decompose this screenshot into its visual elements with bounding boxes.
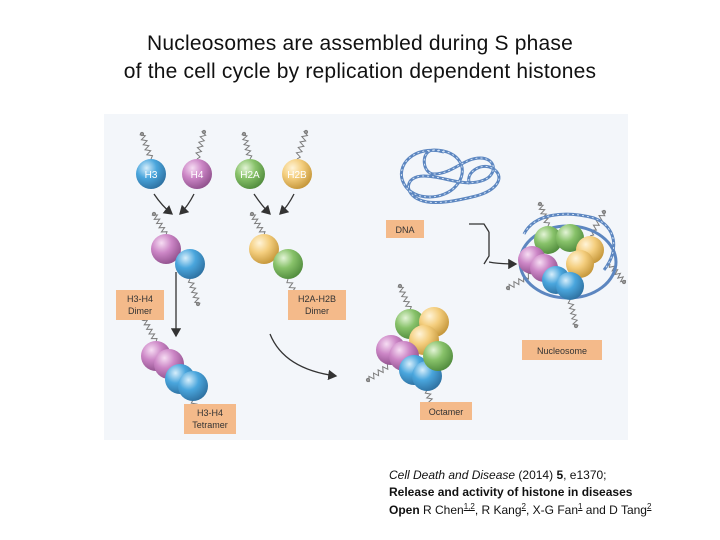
assembly-arrows <box>153 193 518 381</box>
histone-h2a-icon: H2A <box>235 159 265 189</box>
histone-tail-end <box>241 131 247 137</box>
slide-title-line-2: of the cell cycle by replication depende… <box>123 60 597 83</box>
author-separator: , <box>474 503 482 517</box>
svg-text:H3-H4: H3-H4 <box>127 294 153 304</box>
author-affiliation-link[interactable]: 1 <box>578 502 583 511</box>
svg-text:Dimer: Dimer <box>305 306 329 316</box>
histone-tail <box>195 131 207 160</box>
author-name: R Kang <box>481 503 522 517</box>
histone-tail <box>249 214 266 236</box>
histone-tail <box>537 204 551 227</box>
dna-coil-icon <box>399 148 501 204</box>
svg-text:Nucleosome: Nucleosome <box>537 346 587 356</box>
svg-text:H2B: H2B <box>287 170 307 181</box>
citation-pages: , e1370; <box>563 468 607 482</box>
author-separator: , <box>525 503 533 517</box>
histone-tail <box>567 299 579 326</box>
histone-tail <box>508 272 533 291</box>
histone-tail <box>608 263 627 283</box>
histone-tail-end <box>397 283 403 289</box>
histone-tail-end <box>249 211 255 217</box>
histone-tail-end <box>601 209 607 215</box>
author-affiliation-link[interactable]: 2 <box>521 502 526 511</box>
histone-tail-end <box>505 285 511 291</box>
h3-h4-dimer <box>151 234 205 279</box>
histone-tail-end <box>303 129 309 135</box>
label-h3-h4-tetramer: H3-H4 Tetramer <box>184 404 236 434</box>
citation-journal-line: Cell Death and Disease (2014) 5, e1370; <box>389 468 607 482</box>
open-access-label: Open <box>389 503 420 517</box>
citation-year: (2014) <box>515 468 557 482</box>
author-name: R Chen <box>419 503 464 517</box>
histone-h3-icon: H3 <box>136 159 166 189</box>
svg-text:H3: H3 <box>145 170 158 181</box>
citation-volume: 5 <box>556 468 564 482</box>
histone-octamer <box>376 307 453 391</box>
author-name: X-G Fan <box>532 503 579 517</box>
author-separator: and <box>582 503 610 517</box>
histone-tail <box>368 362 392 383</box>
histone-tail <box>151 214 168 236</box>
histone-tail <box>141 319 158 343</box>
journal-name: Cell Death and Disease <box>389 468 516 482</box>
histone-tail-end <box>573 323 579 329</box>
histone-h2b-icon: H2B <box>282 159 312 189</box>
svg-text:DNA: DNA <box>395 225 414 235</box>
histone-tail <box>187 278 201 304</box>
histone-tail <box>139 134 154 160</box>
author-name: D Tang <box>609 503 647 517</box>
histone-tail-end <box>139 131 145 137</box>
histone-tail-end <box>537 201 543 207</box>
slide-title-line-1: Nucleosomes are assembled during S phase <box>147 32 573 55</box>
svg-text:H4: H4 <box>191 170 204 181</box>
author-affiliation-link[interactable]: 1,2 <box>463 502 475 511</box>
svg-text:Dimer: Dimer <box>128 306 152 316</box>
label-h2a-h2b-dimer: H2A-H2B Dimer <box>288 290 346 320</box>
histone-tail-end <box>365 377 371 383</box>
histone-tail <box>397 286 413 311</box>
h2a-h2b-dimer <box>249 234 303 279</box>
histone-tail-end <box>151 211 157 217</box>
nucleosome-assembly-diagram: H3 H4 H2A H2B <box>104 114 628 440</box>
label-nucleosome: Nucleosome <box>522 340 602 360</box>
citation-article-title: Release and activity of histone in disea… <box>389 485 633 499</box>
svg-text:Tetramer: Tetramer <box>192 420 228 430</box>
label-dna: DNA <box>386 220 424 238</box>
label-h3-h4-dimer: H3-H4 Dimer <box>116 290 164 320</box>
histone-tail <box>241 134 253 160</box>
svg-text:Octamer: Octamer <box>429 407 464 417</box>
h3-h4-tetramer <box>141 341 208 401</box>
svg-text:H3-H4: H3-H4 <box>197 408 223 418</box>
histone-tail-end <box>621 279 627 285</box>
svg-text:H2A: H2A <box>240 170 260 181</box>
histone-tail <box>295 130 309 160</box>
histone-h4-icon: H4 <box>182 159 212 189</box>
svg-text:H2A-H2B: H2A-H2B <box>298 294 336 304</box>
author-affiliation-link[interactable]: 2 <box>646 502 652 511</box>
nucleosome-icon <box>518 212 618 300</box>
citation-authors-line: Open R Chen1,2, R Kang2, X-G Fan1 and D … <box>389 502 651 517</box>
label-octamer: Octamer <box>420 402 472 420</box>
histone-tail-end <box>195 301 201 307</box>
histone-tail-end <box>201 129 207 135</box>
